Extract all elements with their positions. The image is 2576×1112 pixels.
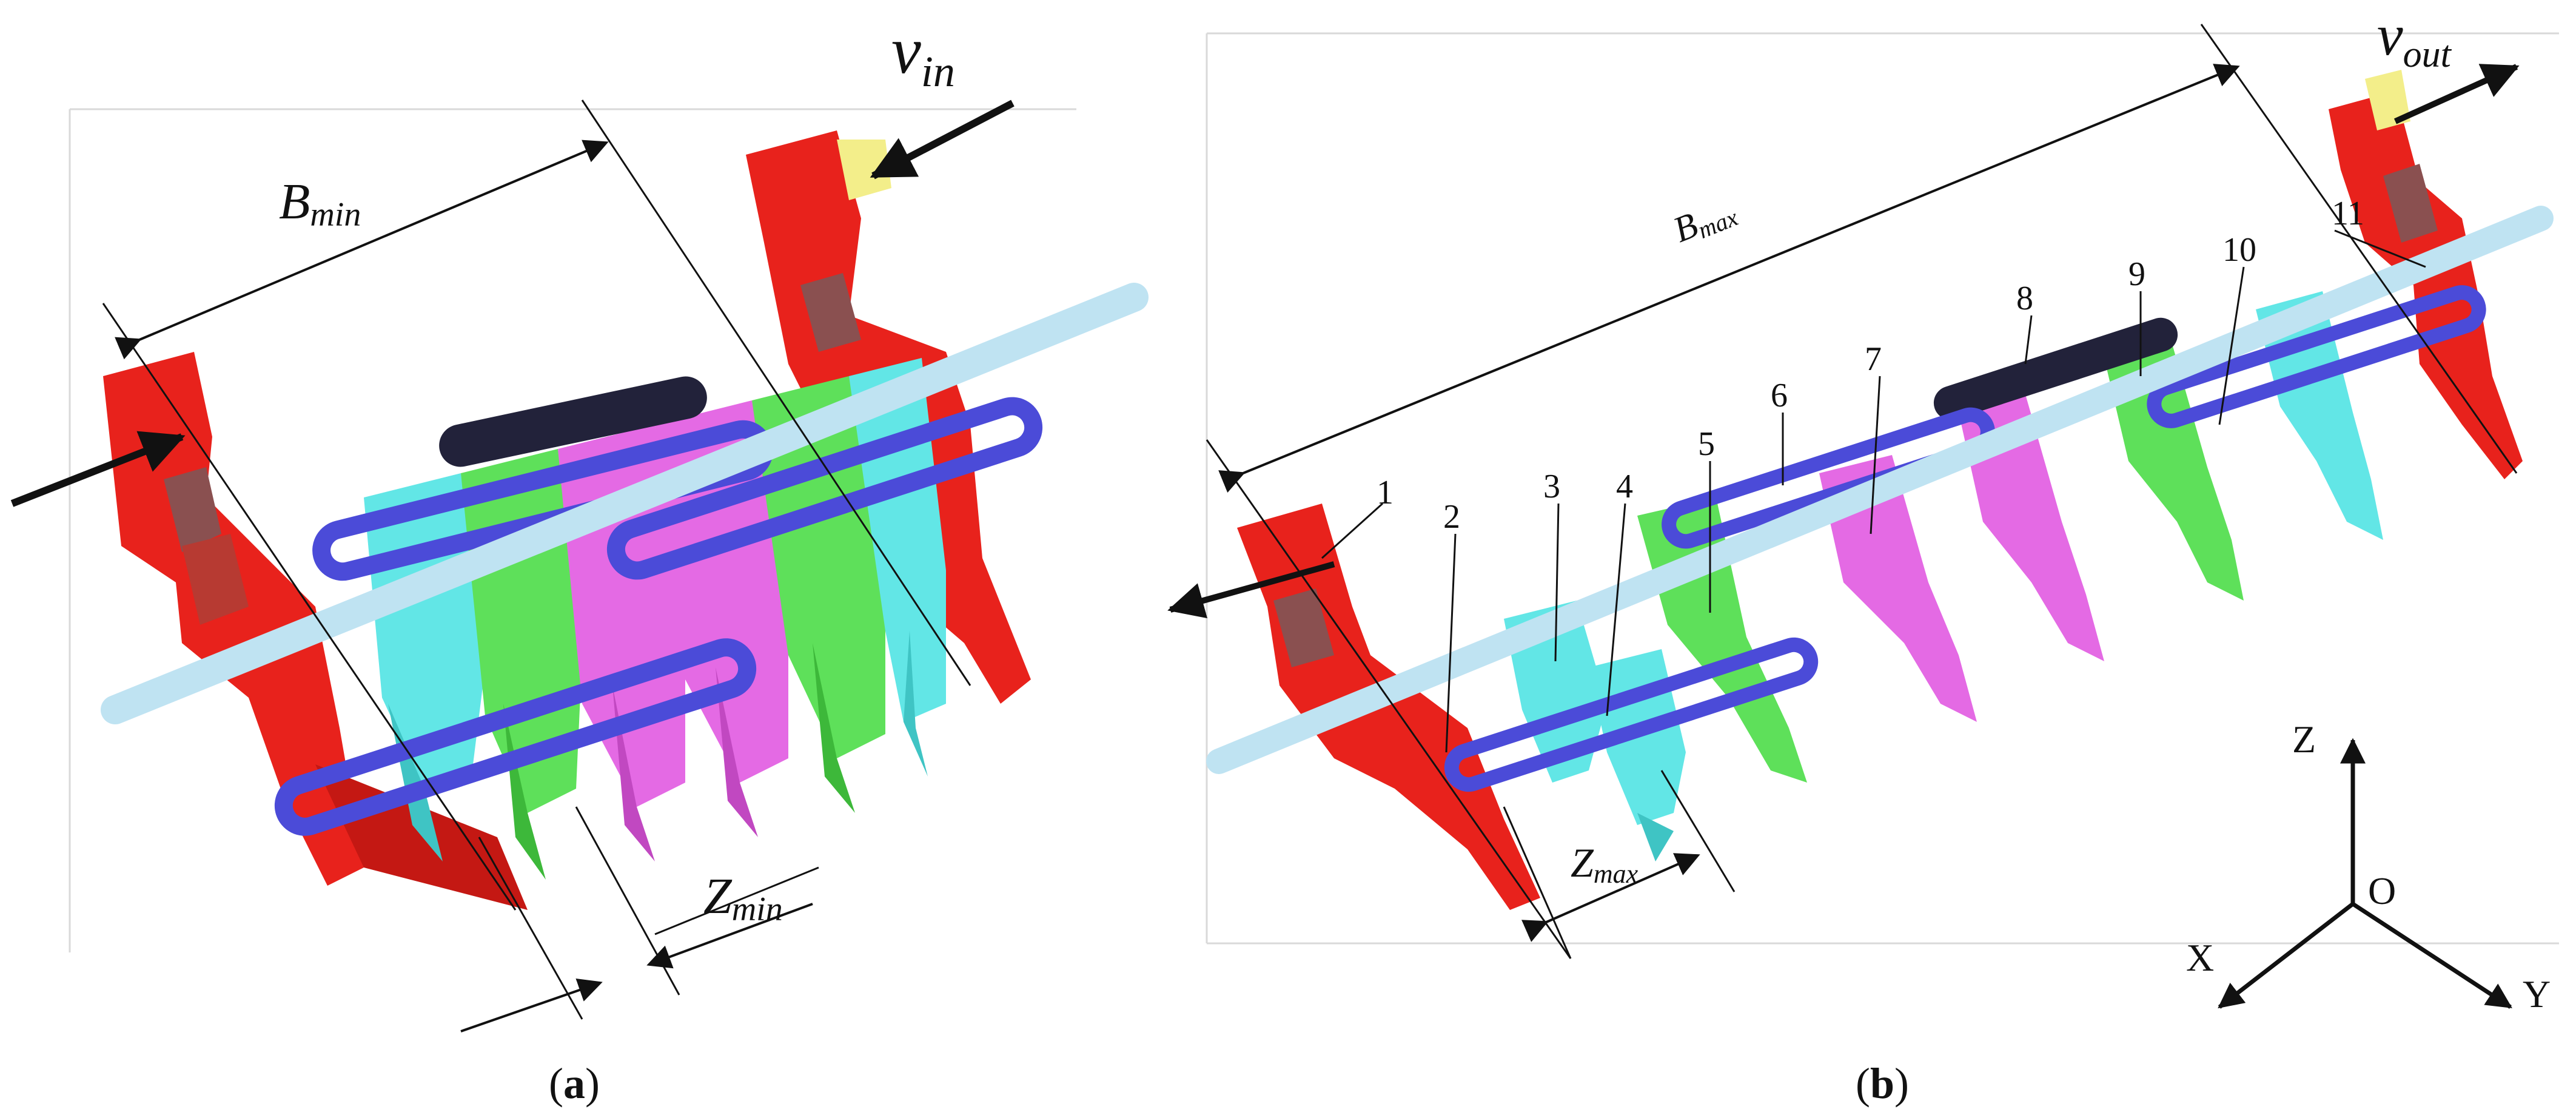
z-min-label: Zmin	[703, 868, 783, 928]
output-arrow-right	[2393, 64, 2520, 124]
b-max-dimension	[1218, 64, 2240, 493]
black-link-a	[439, 376, 707, 467]
part-label-10: 10	[2222, 231, 2256, 269]
output-arrow-left	[1167, 561, 1335, 619]
part-label-4: 4	[1616, 468, 1633, 505]
axis-z-label: Z	[2292, 718, 2316, 761]
part-label-7: 7	[1865, 340, 1882, 378]
part-label-6: 6	[1771, 377, 1788, 414]
b-min-dimension	[115, 140, 609, 360]
part-label-11: 11	[2332, 195, 2364, 232]
panel-b-frame	[1206, 32, 2559, 945]
coordinate-axes: Z O X Y	[2186, 718, 2551, 1016]
axis-x-label: X	[2186, 936, 2214, 979]
input-arrow-right	[870, 99, 1015, 180]
b-min-label: Bmin	[279, 174, 361, 234]
part-label-3: 3	[1543, 468, 1560, 505]
panel-a: Bmin vin Zmin (a)	[10, 13, 1149, 1108]
z-max-dimension	[1521, 853, 1700, 942]
shaft-a	[101, 283, 1149, 724]
part-label-5: 5	[1698, 425, 1715, 463]
part-labels: 1 2 3 4 5 6 7 8 9 10 11	[1321, 195, 2426, 753]
part-label-8: 8	[2016, 280, 2033, 317]
red-right-holder-b	[2329, 70, 2523, 479]
input-arrow-left	[10, 431, 186, 507]
z-max-label: Zmax	[1571, 840, 1639, 889]
panel-a-frame	[69, 108, 1076, 952]
axis-o-label: O	[2368, 869, 2396, 912]
caption-b: (b)	[1856, 1059, 1909, 1108]
axis-y-label: Y	[2523, 972, 2551, 1016]
part-label-9: 9	[2128, 255, 2145, 293]
panel-b: Bmax vout Zmax 1 2 3 4 5 6 7	[1167, 2, 2559, 1108]
cutter-row-b	[1504, 291, 2383, 861]
part-label-2: 2	[1443, 498, 1460, 536]
v-in-label: vin	[891, 13, 955, 96]
caption-a: (a)	[549, 1059, 600, 1108]
part-label-1: 1	[1377, 474, 1394, 511]
b-max-label: Bmax	[1668, 189, 1742, 252]
v-out-label: vout	[2377, 2, 2452, 75]
